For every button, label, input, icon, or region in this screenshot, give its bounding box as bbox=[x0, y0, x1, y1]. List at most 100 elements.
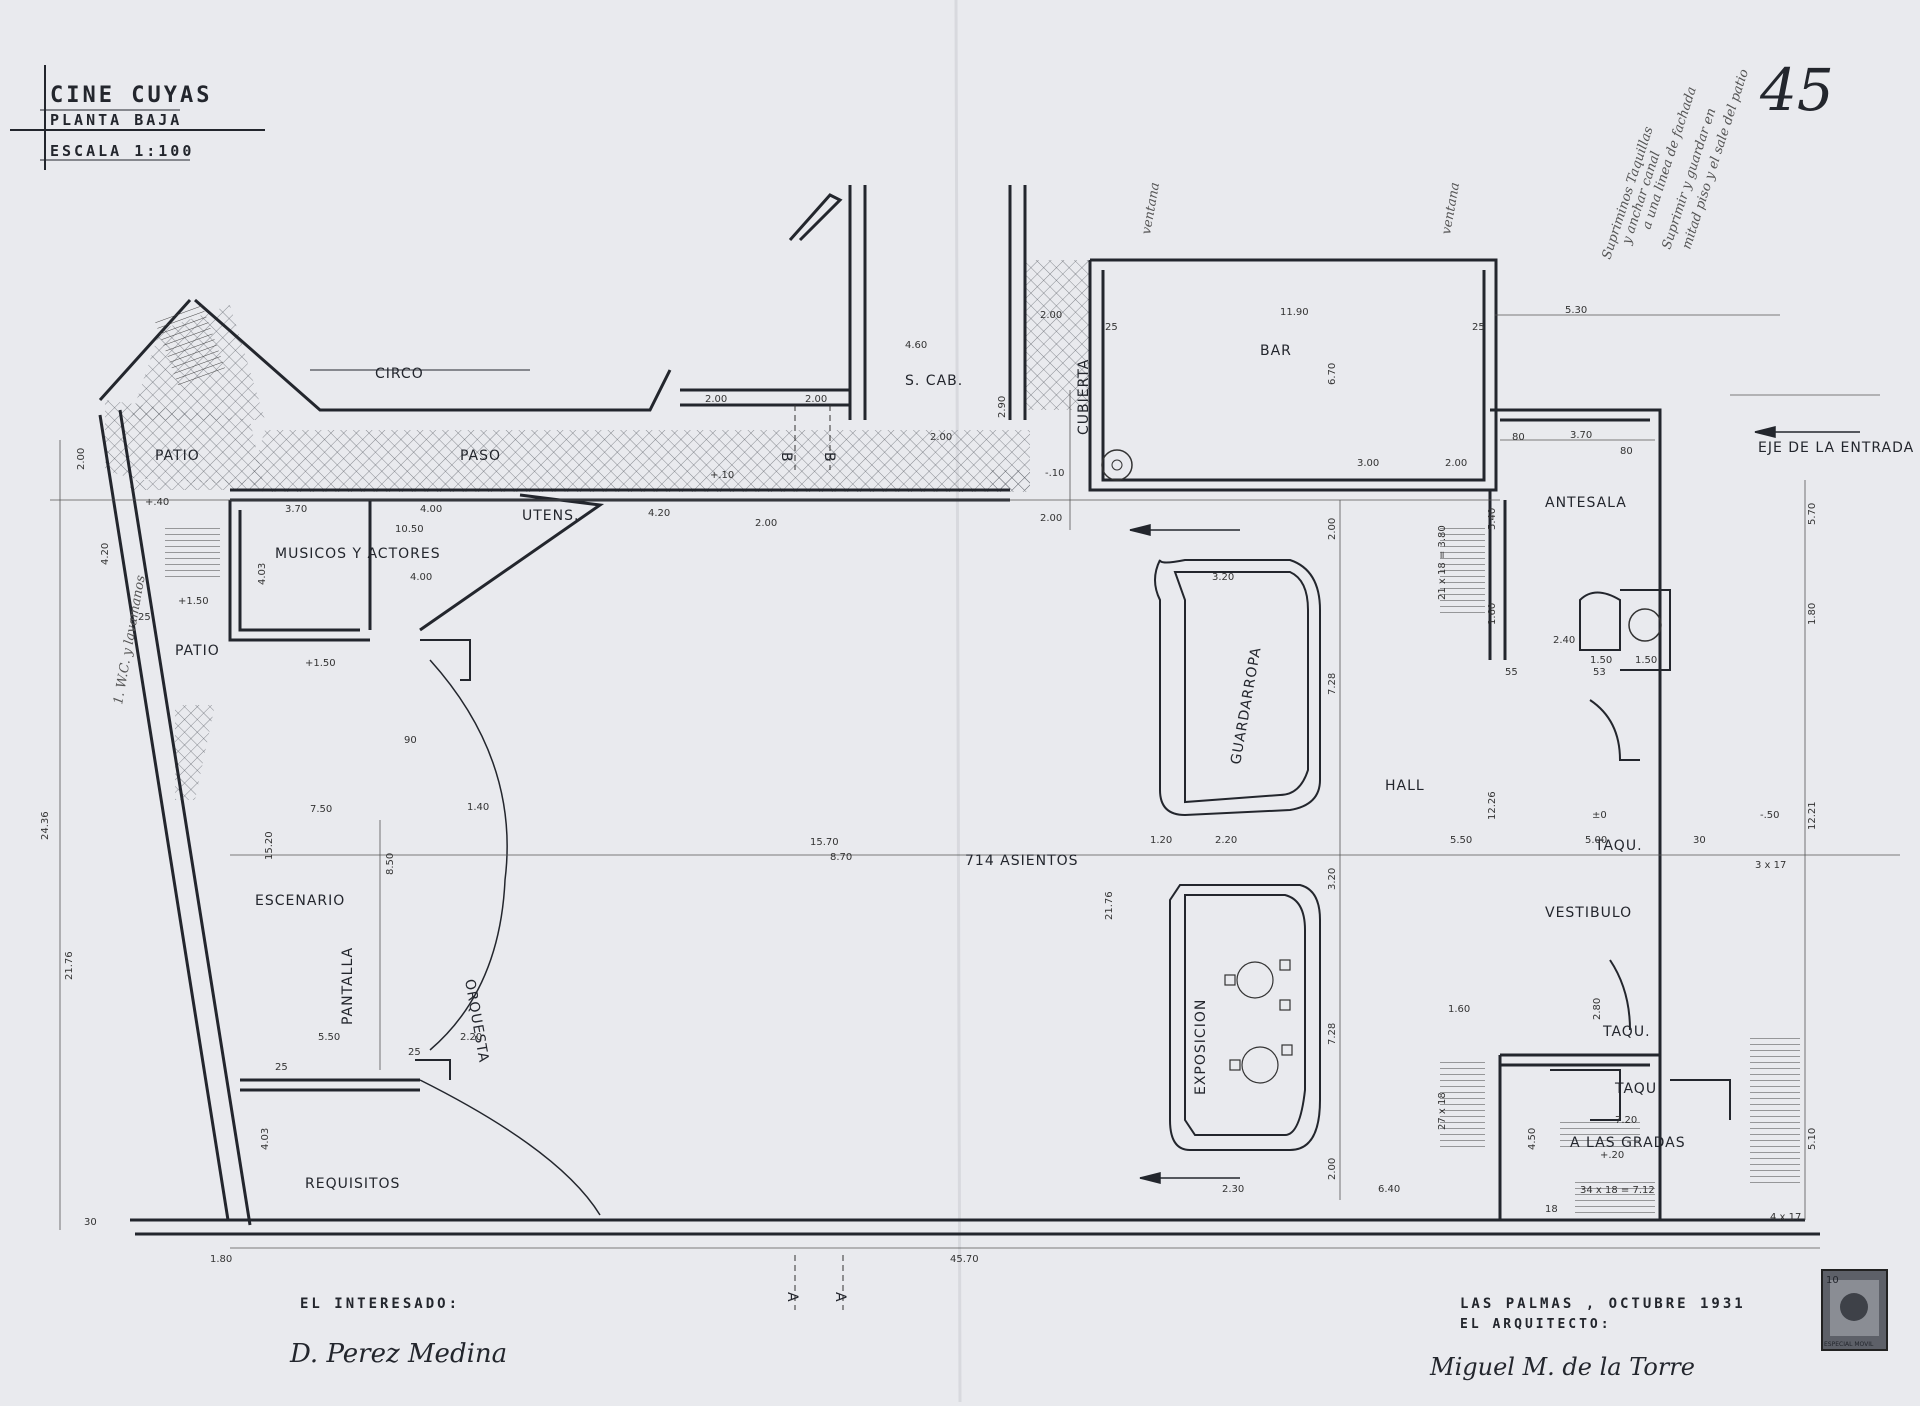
dim-label: 5.10 bbox=[1807, 1128, 1818, 1150]
label-utensilios: UTENS. bbox=[522, 508, 579, 524]
dim-label: 2.00 bbox=[755, 518, 777, 529]
dim-label: 2.00 bbox=[76, 448, 87, 470]
label-ventana: ventana bbox=[1139, 181, 1163, 235]
label-gradas: A LAS GRADAS bbox=[1570, 1135, 1686, 1151]
dim-label: 2.20 bbox=[1215, 835, 1237, 846]
dim-label: 30 bbox=[84, 1217, 97, 1228]
label-guardarropa: GUARDARROPA bbox=[1228, 646, 1264, 766]
dim-label: 15.70 bbox=[810, 837, 839, 848]
label-taquilla: TAQU. bbox=[1594, 838, 1643, 854]
dim-label: 25 bbox=[408, 1047, 421, 1058]
dim-label: 2.00 bbox=[1327, 518, 1338, 540]
title-block: CINE CUYAS PLANTA BAJA ESCALA 1:100 bbox=[10, 65, 265, 170]
dim-label: 2.00 bbox=[1327, 1158, 1338, 1180]
dim-label: 55 bbox=[1505, 667, 1518, 678]
dim-label: 5.70 bbox=[1807, 503, 1818, 525]
dim-label: 12.21 bbox=[1807, 801, 1818, 830]
dim-label: 4.60 bbox=[905, 340, 927, 351]
label-sala-cabina: S. CAB. bbox=[905, 373, 963, 389]
section-mark: B bbox=[821, 452, 837, 463]
dim-label: 1.80 bbox=[1807, 603, 1818, 625]
dim-label: 1.20 bbox=[1150, 835, 1172, 846]
axis-label: EJE DE LA ENTRADA bbox=[1758, 440, 1914, 456]
label-cubierta: CUBIERTA bbox=[1076, 359, 1092, 435]
floor-name: PLANTA BAJA bbox=[50, 111, 182, 129]
dim-label: 8.70 bbox=[830, 852, 852, 863]
dim-label: 2.20 bbox=[460, 1032, 482, 1043]
dim-label: 2.00 bbox=[1445, 458, 1467, 469]
interesado-signature: D. Perez Medina bbox=[289, 1339, 507, 1369]
dim-label: 2.00 bbox=[1040, 310, 1062, 321]
dim-label: 1.50 bbox=[1590, 655, 1612, 666]
dim-label: 21.76 bbox=[1104, 891, 1115, 920]
level-label: ±0 bbox=[1592, 810, 1607, 821]
dim-label: 90 bbox=[404, 735, 417, 746]
dim-label: 3.70 bbox=[285, 504, 307, 515]
level-label: -.50 bbox=[1760, 810, 1780, 821]
stair-label: 27 x 18 bbox=[1437, 1092, 1448, 1130]
dimension-labels: 11.90 5.30 25 25 6.70 3.70 3.00 2.00 80 … bbox=[40, 305, 1818, 1265]
sheet-number: 45 bbox=[1759, 56, 1834, 124]
dim-label: 15.20 bbox=[264, 831, 275, 860]
dim-label: 12.26 bbox=[1487, 791, 1498, 820]
dim-label: 4.20 bbox=[100, 543, 111, 565]
place-date: LAS PALMAS , OCTUBRE 1931 bbox=[1460, 1296, 1746, 1312]
dim-label: 10.50 bbox=[395, 524, 424, 535]
dim-label: 2.80 bbox=[1592, 998, 1603, 1020]
dim-label: 3.70 bbox=[1570, 430, 1592, 441]
label-asientos: 714 ASIENTOS bbox=[965, 853, 1079, 869]
label-taquilla: TAQU. bbox=[1614, 1081, 1663, 1097]
label-patio-side: PATIO bbox=[175, 643, 220, 659]
label-pantalla: PANTALLA bbox=[340, 947, 356, 1025]
direction-arrows bbox=[310, 369, 1860, 1184]
dim-label: 7.28 bbox=[1327, 673, 1338, 695]
dim-label: 7.28 bbox=[1327, 1023, 1338, 1045]
label-escenario: ESCENARIO bbox=[255, 893, 345, 909]
stair-label: 4 x 17 bbox=[1770, 1212, 1801, 1223]
label-exposicion: EXPOSICION bbox=[1193, 999, 1209, 1095]
label-bar: BAR bbox=[1260, 343, 1292, 359]
dim-label: 5.00 bbox=[1585, 835, 1607, 846]
dim-label: 4.00 bbox=[420, 504, 442, 515]
dim-label: 30 bbox=[1693, 835, 1706, 846]
stamp-text: ESPECIAL MOVIL bbox=[1824, 1341, 1874, 1348]
dim-label: 3.20 bbox=[1212, 572, 1234, 583]
dim-label: 1.50 bbox=[1635, 655, 1657, 666]
arquitecto-signature: Miguel M. de la Torre bbox=[1429, 1353, 1695, 1381]
dimension-lines bbox=[50, 314, 1900, 1249]
dim-label: 5.50 bbox=[1450, 835, 1472, 846]
level-label: +1.50 bbox=[178, 596, 209, 607]
level-label: +.20 bbox=[1600, 1150, 1624, 1161]
dim-label: 1.60 bbox=[1487, 603, 1498, 625]
exhibition-furniture bbox=[1224, 959, 1293, 1084]
dim-label: 3.20 bbox=[1327, 868, 1338, 890]
label-paso: PASO bbox=[460, 448, 501, 464]
dim-label: 6.40 bbox=[1378, 1184, 1400, 1195]
dim-label: 4.50 bbox=[1527, 1128, 1538, 1150]
dim-label: 45.70 bbox=[950, 1254, 979, 1265]
stairs bbox=[154, 303, 1800, 1215]
dim-label: 4.03 bbox=[257, 563, 268, 585]
dim-label: 1.60 bbox=[1448, 1004, 1470, 1015]
dim-label: 80 bbox=[1620, 446, 1633, 457]
dim-label: 1.80 bbox=[210, 1254, 232, 1265]
dim-label: 25 bbox=[1105, 322, 1118, 333]
dim-label: 5.50 bbox=[318, 1032, 340, 1043]
dim-label: 53 bbox=[1593, 667, 1606, 678]
dim-label: 6.70 bbox=[1327, 363, 1338, 385]
dim-label: 3.00 bbox=[1357, 458, 1379, 469]
level-label: +.10 bbox=[710, 470, 734, 481]
label-vestibulo: VESTIBULO bbox=[1545, 905, 1632, 921]
label-requisitos: REQUISITOS bbox=[305, 1176, 400, 1192]
label-ventana: ventana bbox=[1439, 181, 1463, 235]
drawing-scale: ESCALA 1:100 bbox=[50, 142, 194, 160]
partitions bbox=[415, 559, 1731, 1216]
section-marks: A B B A bbox=[778, 405, 848, 1310]
label-musicos: MUSICOS Y ACTORES bbox=[275, 546, 441, 562]
dim-label: 2.00 bbox=[805, 394, 827, 405]
dim-label: 2.00 bbox=[1040, 513, 1062, 524]
level-label: -.10 bbox=[1045, 468, 1065, 479]
dim-label: 21.76 bbox=[64, 951, 75, 980]
dim-label: 25 bbox=[275, 1062, 288, 1073]
